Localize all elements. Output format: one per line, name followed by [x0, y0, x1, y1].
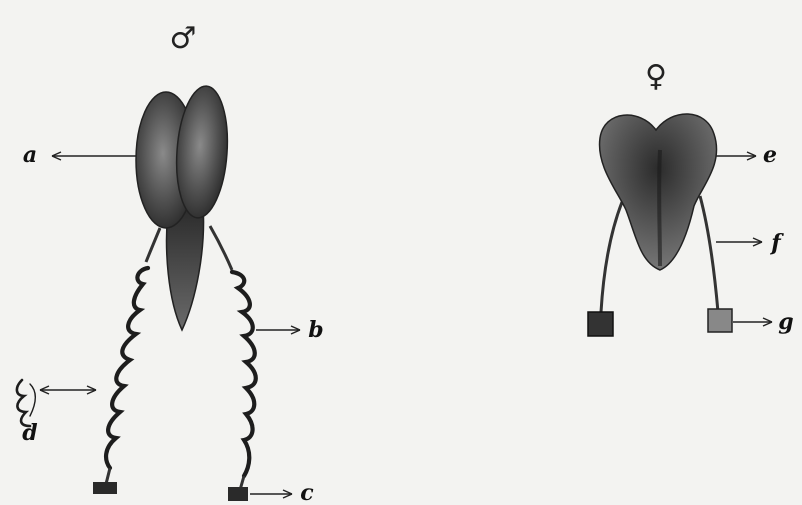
label-f: f [716, 230, 784, 256]
female-right-end-tip [708, 309, 732, 332]
female-left-end-tip [588, 312, 613, 336]
label-d: d [22, 386, 96, 446]
label-e: e [716, 142, 777, 168]
right-coil-end-tip [228, 487, 248, 501]
left-coil [106, 268, 148, 468]
left-coil-end-tip [93, 482, 117, 494]
svg-text:g: g [778, 309, 793, 335]
svg-text:d: d [22, 420, 37, 446]
male-symbol: ♂ [170, 21, 197, 56]
female-figure: ♀ e f g [588, 59, 794, 336]
female-symbol: ♀ [645, 59, 667, 94]
right-coil [232, 272, 256, 476]
label-c: c [250, 480, 314, 505]
label-a: a [23, 142, 136, 168]
svg-text:f: f [769, 230, 784, 256]
svg-text:b: b [308, 317, 323, 343]
label-b: b [256, 317, 324, 343]
svg-text:e: e [763, 142, 777, 168]
male-figure: ♂ a b [17, 21, 324, 505]
svg-text:a: a [23, 142, 37, 168]
svg-text:c: c [300, 480, 314, 505]
label-g: g [733, 309, 794, 335]
